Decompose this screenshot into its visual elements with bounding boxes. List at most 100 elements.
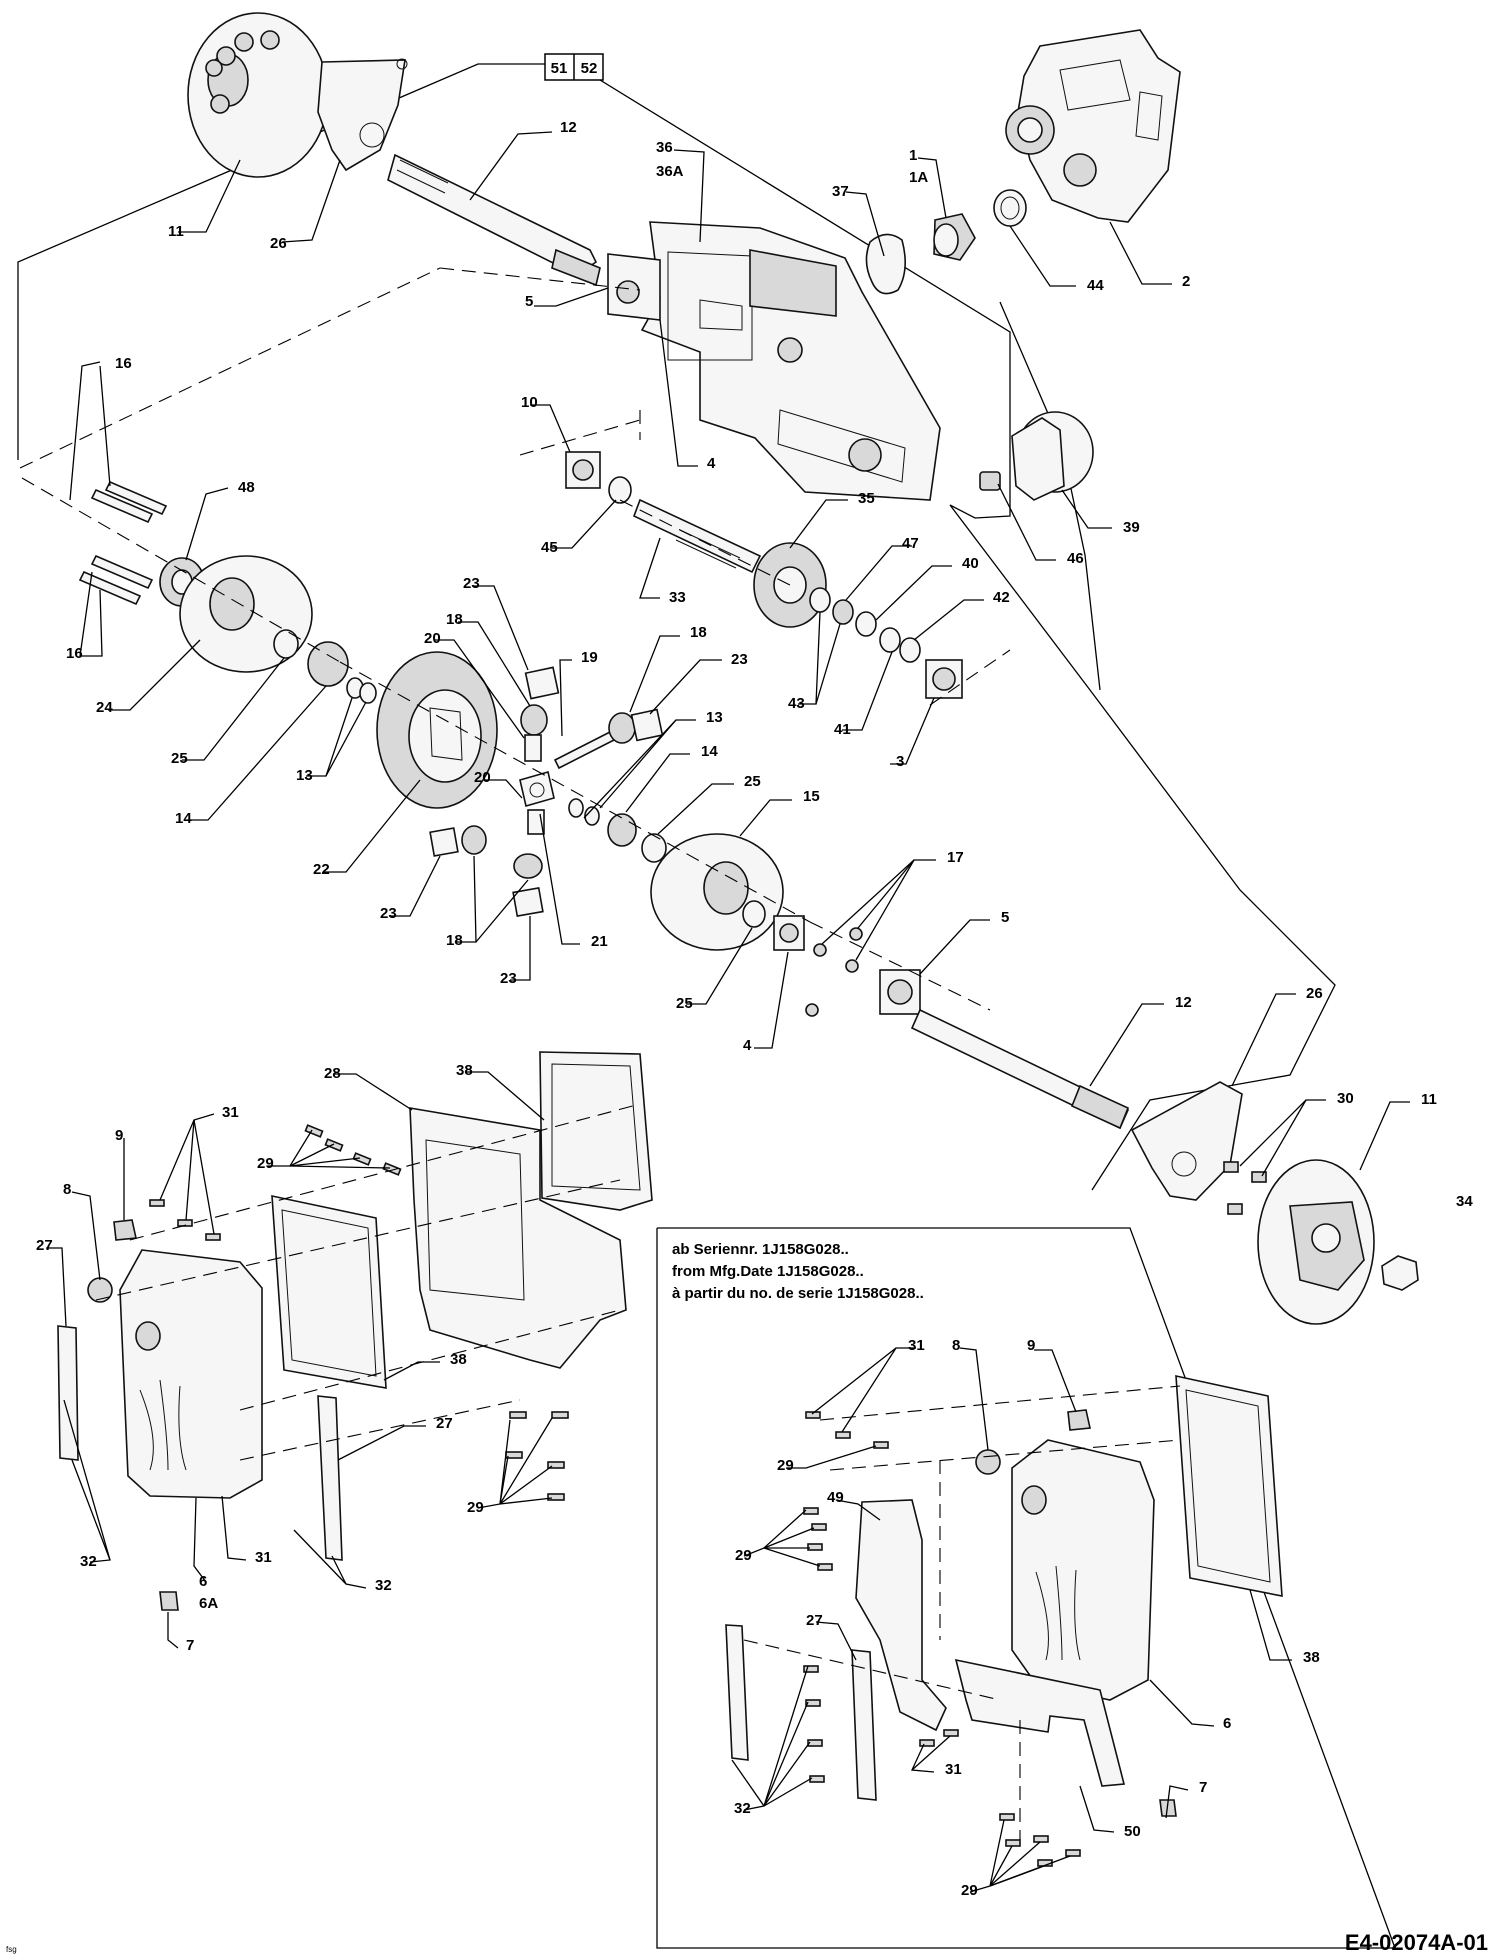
callout-label-c8a: 8 (63, 1181, 71, 1198)
callout-label-c38b: 38 (450, 1351, 467, 1368)
callout-label-c35: 35 (858, 490, 875, 507)
callout-label-c36: 36 (656, 139, 673, 156)
washer-25-right (742, 900, 766, 928)
inset-dashed-lines (743, 1385, 1181, 1840)
callout-label-c15: 15 (803, 788, 820, 805)
inset-plate-49 (855, 1499, 947, 1732)
callout-label-c31b: 31 (908, 1337, 925, 1354)
callout-label-c31d: 31 (945, 1761, 962, 1778)
callout-label-c16b: 16 (66, 645, 83, 662)
mounting-bracket-upper (317, 58, 408, 172)
callout-label-c32c: 32 (734, 1800, 751, 1817)
axle-cover-15 (650, 833, 784, 951)
callout-label-c14b: 14 (175, 810, 192, 827)
inset-housing-cover-6 (1011, 1439, 1155, 1701)
differential-components (429, 666, 664, 918)
bearing-block-upper (607, 253, 661, 321)
assembly-group-box: 51 52 (544, 53, 604, 81)
washer-45 (608, 476, 632, 504)
callout-label-c11b: 11 (1421, 1091, 1437, 1108)
pinion-gear (933, 213, 976, 261)
callout-label-c41: 41 (834, 721, 851, 738)
callout-label-c29b: 29 (777, 1457, 794, 1474)
callout-label-c2: 2 (1182, 273, 1190, 290)
callout-label-c23a: 23 (463, 575, 480, 592)
callout-label-c8b: 8 (952, 1337, 960, 1354)
callout-label-c6A: 6A (199, 1595, 218, 1612)
seal-8-left (87, 1277, 113, 1303)
corner-stamp: fsg (6, 1945, 17, 1954)
callout-label-c4b: 4 (743, 1037, 752, 1054)
callout-label-c46: 46 (1067, 550, 1084, 567)
assembly-dashed-lines-lower-left (95, 1103, 641, 1461)
callout-label-c5a: 5 (525, 293, 533, 310)
callout-label-c31c: 31 (255, 1549, 272, 1566)
callout-label-c49: 49 (827, 1489, 844, 1506)
callout-label-c12b: 12 (1175, 994, 1192, 1011)
callout-label-c47: 47 (902, 535, 919, 552)
callout-label-c21: 21 (591, 933, 608, 950)
callout-label-c29e: 29 (961, 1882, 978, 1899)
callout-label-c48: 48 (238, 479, 255, 496)
side-gear-14-left (307, 641, 349, 687)
callout-label-c9b: 9 (1027, 1337, 1035, 1354)
inset-plate-27b (851, 1649, 877, 1801)
callout-label-c23d: 23 (500, 970, 517, 987)
gasket-38-upper (539, 1051, 653, 1211)
callout-label-c24: 24 (96, 699, 113, 716)
inset-line-fr: à partir du no. de serie 1J158G028.. (672, 1285, 924, 1302)
washer-25-left (273, 629, 299, 659)
callout-label-c37: 37 (832, 183, 849, 200)
right-side-diff-parts (568, 798, 667, 863)
ring-gear-22 (376, 651, 498, 809)
plate-27-center (317, 1395, 343, 1561)
plate-28 (409, 1107, 627, 1369)
callout-label-c18b: 18 (690, 624, 707, 641)
seal-ring-37 (865, 233, 906, 295)
callout-label-c19: 19 (581, 649, 598, 666)
filter-fitting (979, 471, 1001, 491)
callout-label-c17: 17 (947, 849, 964, 866)
inset-line-en: from Mfg.Date 1J158G028.. (672, 1263, 864, 1280)
plate-27-left (57, 1325, 79, 1461)
hydrostatic-pump (1005, 29, 1181, 223)
inset-plate-50 (954, 1658, 1126, 1787)
bolts-30 (1223, 1161, 1267, 1215)
callout-label-c14a: 14 (701, 743, 718, 760)
callout-label-c29c: 29 (467, 1499, 484, 1516)
callout-label-c38c: 38 (1303, 1649, 1320, 1666)
inset-drain-plug-7 (1159, 1799, 1177, 1817)
callout-label-c43: 43 (788, 695, 805, 712)
assembly-dashed-lines-upper (19, 267, 1011, 1011)
drain-plug-7-left (159, 1591, 179, 1611)
inset-line-de: ab Seriennr. 1J158G028.. (672, 1241, 849, 1258)
callout-label-c25c: 25 (676, 995, 693, 1012)
callout-label-c5b: 5 (1001, 909, 1009, 926)
callout-label-c25a: 25 (171, 750, 188, 767)
reduction-gear-35 (753, 542, 827, 628)
oil-filter (1011, 411, 1094, 501)
callout-label-c4a: 4 (707, 455, 716, 472)
callout-label-c6a: 6 (199, 1573, 207, 1590)
callout-label-c3: 3 (896, 753, 904, 770)
housing-bolts-16 (78, 480, 168, 606)
callout-label-c7b: 7 (1199, 1779, 1207, 1796)
callout-label-c16a: 16 (115, 355, 132, 372)
callout-label-c23b: 23 (731, 651, 748, 668)
callout-label-c13b: 13 (296, 767, 313, 784)
callout-label-c20a: 20 (424, 630, 441, 647)
callout-label-c38a: 38 (456, 1062, 473, 1079)
callout-label-c22: 22 (313, 861, 330, 878)
callout-label-c1A: 1A (909, 169, 928, 186)
inset-screws (803, 1411, 1081, 1867)
callout-label-c9a: 9 (115, 1127, 123, 1144)
callout-label-c36A: 36A (656, 163, 684, 180)
callout-label-c7a: 7 (186, 1637, 194, 1654)
callout-label-c1: 1 (909, 147, 917, 164)
inset-gasket-38 (1175, 1374, 1283, 1597)
wheel-nut-34 (1381, 1255, 1419, 1291)
callout-label-c28: 28 (324, 1065, 341, 1082)
callout-label-c10: 10 (521, 394, 538, 411)
group-number-52: 52 (581, 60, 598, 77)
